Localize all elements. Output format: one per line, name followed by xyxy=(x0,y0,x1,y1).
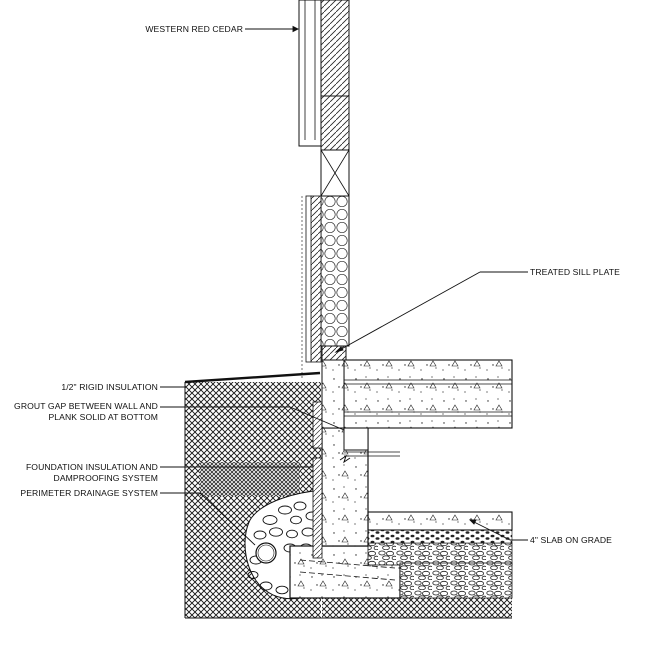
label-foundation-insulation-line2: DAMPROOFING SYSTEM xyxy=(54,473,158,483)
cedar-siding xyxy=(298,0,322,380)
label-foundation-insulation-line1: FOUNDATION INSULATION AND xyxy=(26,462,158,472)
foundation-insulation xyxy=(312,401,323,559)
grade-line xyxy=(184,371,321,384)
foundation-wall xyxy=(321,427,369,547)
sill-plate xyxy=(321,344,347,361)
floor-plank xyxy=(321,359,513,457)
label-grout-gap-line2: PLANK SOLID AT BOTTOM xyxy=(48,412,158,422)
drain-pipe xyxy=(255,542,277,564)
label-treated-sill-plate: TREATED SILL PLATE xyxy=(530,267,620,277)
under-slab-gravel xyxy=(367,529,513,599)
stud-wall xyxy=(310,0,350,363)
label-grout-gap-line1: GROUT GAP BETWEEN WALL AND xyxy=(14,401,158,411)
label-rigid-insulation: 1/2" RIGID INSULATION xyxy=(61,382,158,392)
leader-lines xyxy=(160,25,528,546)
label-perimeter-drainage: PERIMETER DRAINAGE SYSTEM xyxy=(20,488,158,498)
label-western-red-cedar: WESTERN RED CEDAR xyxy=(145,24,243,34)
slab-on-grade xyxy=(367,511,513,531)
label-slab-on-grade: 4" SLAB ON GRADE xyxy=(530,535,612,545)
